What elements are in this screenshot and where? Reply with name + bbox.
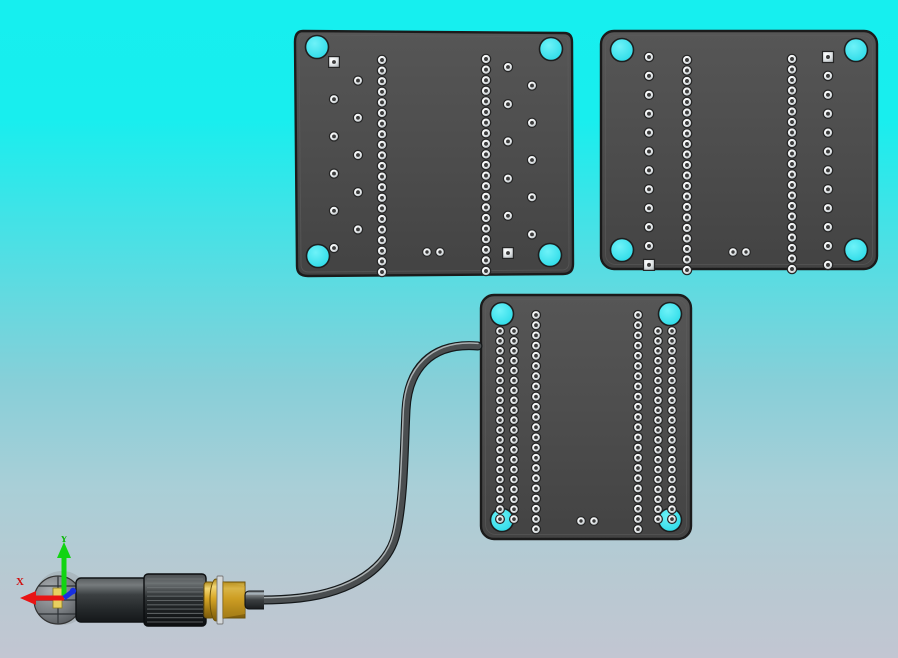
pcb-board-3[interactable]: [478, 292, 698, 546]
header-left-pair: [495, 325, 520, 525]
cable-specular-highlight: [232, 342, 479, 599]
header-left-sparse: [642, 51, 656, 271]
board-body: [599, 29, 879, 271]
strain-relief: [244, 590, 264, 610]
bnc-coaxial-connector[interactable]: Y X: [14, 536, 264, 636]
mounting-holes: [304, 34, 564, 269]
mounting-holes: [609, 37, 869, 263]
board-bevel: [298, 34, 570, 273]
cable-outline: [228, 341, 483, 605]
header-right-dense: [786, 53, 798, 275]
y-axis-label: Y: [60, 536, 68, 545]
header-left-dense: [681, 54, 693, 276]
header-right-sparse: [821, 50, 835, 271]
center-vias: [728, 247, 752, 258]
header-left-dense: [376, 54, 388, 278]
x-axis-arrowhead: [20, 591, 36, 605]
pcb-board-2[interactable]: [598, 28, 884, 278]
header-right-dense: [632, 309, 644, 535]
pcb-board-1[interactable]: [292, 28, 582, 284]
center-vias: [575, 516, 599, 527]
origin-axis-triad: Y X: [16, 536, 77, 605]
board-bevel: [605, 35, 873, 265]
hex-nut-facet: [223, 582, 245, 618]
center-vias: [422, 247, 446, 258]
header-right-staggered: [502, 61, 538, 260]
y-axis-arrowhead: [57, 542, 71, 558]
knurl-ridges: [147, 578, 203, 623]
x-axis-label: X: [16, 576, 24, 588]
header-right-pair: [653, 325, 678, 525]
board-bevel: [485, 299, 687, 535]
z-axis-marker: [69, 587, 77, 595]
connector-barrel: [75, 577, 149, 623]
header-left-staggered: [327, 56, 364, 254]
header-left-dense: [530, 309, 542, 535]
origin-sphere-bands: [38, 585, 80, 615]
cable-body: [229, 342, 482, 604]
header-right-dense: [480, 53, 492, 277]
panel-flange: [216, 575, 224, 625]
